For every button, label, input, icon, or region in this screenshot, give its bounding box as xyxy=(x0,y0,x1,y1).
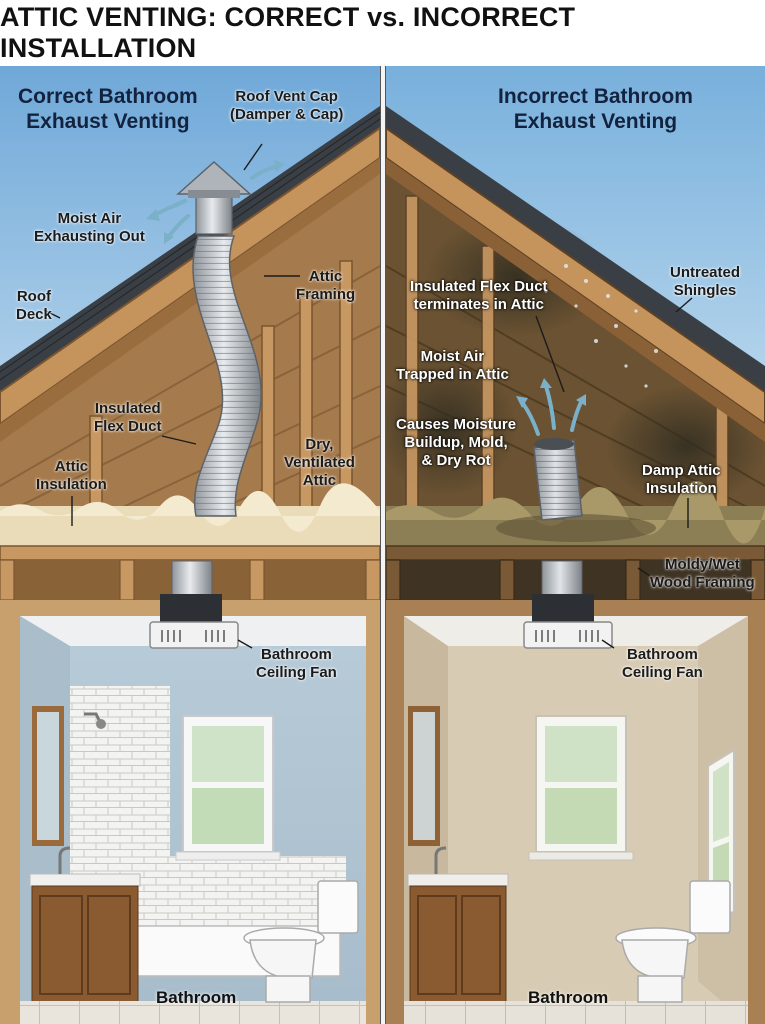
roof-deck-label: Roof Deck xyxy=(16,288,52,324)
attic-framing-label: Attic Framing xyxy=(296,268,355,304)
correct-heading-line2: Exhaust Venting xyxy=(26,110,190,133)
bathroom-label: Bathroom xyxy=(156,988,237,1007)
duct-terminates-label-line1: Insulated Flex Duct xyxy=(410,278,548,295)
incorrect-venting-illustration xyxy=(386,66,765,1024)
page-title: ATTIC VENTING: CORRECT vs. INCORRECT INS… xyxy=(0,0,765,66)
moldy-label-line1: Moldy/Wet xyxy=(664,556,740,573)
correct-heading-line1: Correct Bathroom xyxy=(18,85,198,108)
trapped-label-line1: Moist Air xyxy=(420,348,485,365)
correct-panel-heading: Correct Bathroom Exhaust Venting xyxy=(18,84,198,134)
roof-deck-label-line1: Roof xyxy=(16,288,51,305)
ceiling-fan-label-line2: Ceiling Fan xyxy=(256,664,337,681)
damp-insulation-label-line2: Insulation xyxy=(645,480,717,497)
attic-insulation-label: Attic Insulation xyxy=(36,458,107,494)
dry-attic-label-line2: Ventilated xyxy=(284,454,355,471)
moist-air-label-line1: Moist Air xyxy=(57,210,122,227)
attic-framing-label-line1: Attic xyxy=(308,268,343,285)
moldy-wet-framing-label: Moldy/Wet Wood Framing xyxy=(650,556,755,592)
correct-venting-panel: Correct Bathroom Exhaust Venting Roof Ve… xyxy=(0,66,380,1024)
incorrect-panel-heading: Incorrect Bathroom Exhaust Venting xyxy=(498,84,693,134)
roof-deck-label-line2: Deck xyxy=(16,306,52,323)
damp-attic-insulation-label: Damp Attic Insulation xyxy=(642,462,721,498)
panel-divider xyxy=(380,66,386,1024)
duct-terminates-label-line2: terminates in Attic xyxy=(413,296,544,313)
ceiling-fan-incorrect-label-line2: Ceiling Fan xyxy=(622,664,703,681)
causes-label-line1: Causes Moisture xyxy=(396,416,517,433)
bathroom-ceiling-fan-label: Bathroom Ceiling Fan xyxy=(256,646,337,682)
flex-duct-label-line1: Insulated xyxy=(94,400,161,417)
dry-attic-label-line3: Attic xyxy=(302,472,337,489)
bathroom-label-incorrect: Bathroom xyxy=(528,988,609,1007)
roof-vent-cap-label-line1: Roof Vent Cap xyxy=(235,88,338,105)
roof-vent-cap-label-line2: (Damper & Cap) xyxy=(230,106,344,123)
shingles-label-line1: Untreated xyxy=(670,264,741,281)
attic-insulation-label-line2: Insulation xyxy=(36,476,107,493)
bathroom-ceiling-fan-label-incorrect: Bathroom Ceiling Fan xyxy=(622,646,703,682)
incorrect-heading-line1: Incorrect Bathroom xyxy=(498,85,693,108)
damp-insulation-label-line1: Damp Attic xyxy=(642,462,721,479)
moisture-mold-rot-label: Causes Moisture Buildup, Mold, & Dry Rot xyxy=(396,416,516,470)
correct-venting-illustration xyxy=(0,66,380,1024)
dry-attic-label-line1: Dry, xyxy=(305,436,334,453)
ceiling-fan-incorrect-label-line1: Bathroom xyxy=(627,646,698,663)
moist-air-trapped-label: Moist Air Trapped in Attic xyxy=(396,348,509,384)
incorrect-heading-line2: Exhaust Venting xyxy=(513,110,678,133)
duct-terminates-label: Insulated Flex Duct terminates in Attic xyxy=(410,278,548,314)
attic-insulation-label-line1: Attic xyxy=(54,458,89,475)
moldy-label-line2: Wood Framing xyxy=(650,574,755,591)
moist-air-exhausting-label: Moist Air Exhausting Out xyxy=(34,210,145,246)
trapped-label-line2: Trapped in Attic xyxy=(396,366,509,383)
flex-duct-label-line2: Flex Duct xyxy=(94,418,162,435)
shingles-label-line2: Shingles xyxy=(673,282,737,299)
insulated-flex-duct-label: Insulated Flex Duct xyxy=(94,400,162,436)
untreated-shingles-label: Untreated Shingles xyxy=(670,264,740,300)
ceiling-fan-label-line1: Bathroom xyxy=(261,646,332,663)
moist-air-label-line2: Exhausting Out xyxy=(34,228,145,245)
incorrect-venting-panel: Incorrect Bathroom Exhaust Venting Untre… xyxy=(386,66,765,1024)
attic-framing-label-line2: Framing xyxy=(296,286,356,303)
roof-vent-cap-label: Roof Vent Cap (Damper & Cap) xyxy=(230,88,343,124)
dry-ventilated-attic-label: Dry, Ventilated Attic xyxy=(284,436,355,490)
causes-label-line3: & Dry Rot xyxy=(421,452,491,469)
causes-label-line2: Buildup, Mold, xyxy=(404,434,508,451)
